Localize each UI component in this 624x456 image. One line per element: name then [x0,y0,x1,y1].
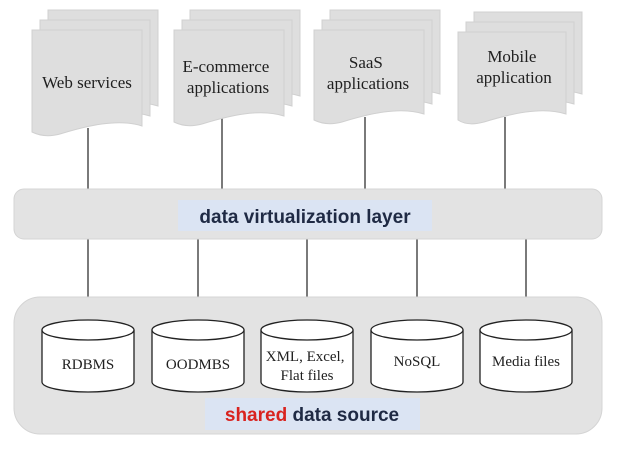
database-cylinder-nosql: NoSQL [370,319,464,393]
virtualization-layer-label-box [178,200,432,231]
shared-data-source-label-box [205,398,420,430]
database-label-line: OODMBS [166,357,230,373]
application-label-mobile: Mobile application [476,47,552,87]
database-label: XML, Excel, Flat files [266,349,348,384]
database-label: Media files [492,354,560,370]
database-label-line: Flat files [281,368,334,384]
shared-data-source-label: shared data source [225,405,399,426]
database-label-line: NoSQL [394,354,441,370]
database-label: RDBMS [62,357,115,373]
application-label-saas: SaaS applications [327,53,409,93]
app-connectors [87,117,506,190]
database-label: OODMBS [166,357,230,373]
database-label-line: Media files [492,354,560,370]
application-stack-2: SaaS applications [313,9,441,125]
database-label-line: XML, Excel, [266,349,345,365]
database-label-line: RDBMS [62,357,115,373]
database-cylinder-oodmbs: OODMBS [151,319,245,393]
application-label-line: application [476,68,552,87]
application-label-line: SaaS [349,53,383,72]
application-label-line: applications [327,74,409,93]
application-label-web-services: Web services [42,73,132,92]
shared-highlight: shared [225,405,287,426]
application-stack-1: E-commerce applications [173,9,301,127]
database-cylinder-xml: XML, Excel, Flat files [260,319,354,393]
application-label-line: Web services [42,73,132,92]
application-stack-0: Web services [31,9,159,137]
shared-rest: data source [287,405,399,426]
application-label-ecommerce: E-commerce applications [182,57,273,97]
virtualization-layer-label: data virtualization layer [199,207,411,228]
application-stack-3: Mobile application [457,11,583,125]
application-label-line: E-commerce [182,57,269,76]
application-label-line: Mobile [487,47,536,66]
virtualization-layer: data virtualization layer [13,188,603,240]
database-cylinder-media: Media files [479,319,573,393]
application-label-line: applications [187,78,269,97]
database-label: NoSQL [394,354,441,370]
database-cylinder-rdbms: RDBMS [41,319,135,393]
